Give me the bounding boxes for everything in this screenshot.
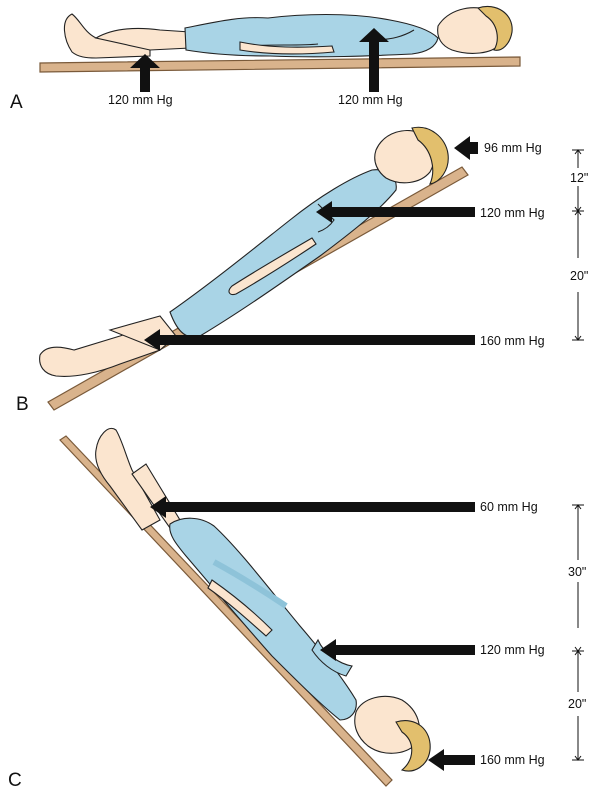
distance-b-lower: 20" (570, 269, 588, 283)
patient-figure-a (64, 6, 512, 58)
board-c (60, 436, 392, 786)
distance-c-lower: 20" (568, 697, 586, 711)
arrow-c-heart (320, 639, 475, 661)
distance-scale-c (572, 505, 584, 760)
patient-figure-c (96, 428, 431, 771)
board-a (40, 57, 520, 72)
distance-b-upper: 12" (570, 171, 588, 185)
pressure-b-feet: 160 mm Hg (480, 334, 545, 348)
arrow-c-head (428, 749, 475, 771)
panel-label-a: A (10, 92, 23, 113)
arrow-c-feet (150, 496, 475, 518)
arrow-a-feet (130, 54, 160, 92)
panel-label-b: B (16, 394, 29, 415)
arrow-b-head (454, 136, 478, 160)
distance-c-upper: 30" (568, 565, 586, 579)
pressure-b-head: 96 mm Hg (484, 141, 542, 155)
pressure-a-feet: 120 mm Hg (108, 93, 173, 107)
pressure-c-head: 160 mm Hg (480, 753, 545, 767)
pressure-c-feet: 60 mm Hg (480, 500, 538, 514)
pressure-b-heart: 120 mm Hg (480, 206, 545, 220)
panel-a: 120 mm Hg 120 mm Hg A (10, 6, 520, 113)
pressure-a-heart: 120 mm Hg (338, 93, 403, 107)
panel-b: 96 mm Hg 120 mm Hg 160 mm Hg 12" 20" B (16, 127, 588, 415)
panel-c: 60 mm Hg 120 mm Hg 160 mm Hg 30" 20" C (8, 428, 586, 791)
panel-label-c: C (8, 770, 22, 791)
pressure-c-heart: 120 mm Hg (480, 643, 545, 657)
